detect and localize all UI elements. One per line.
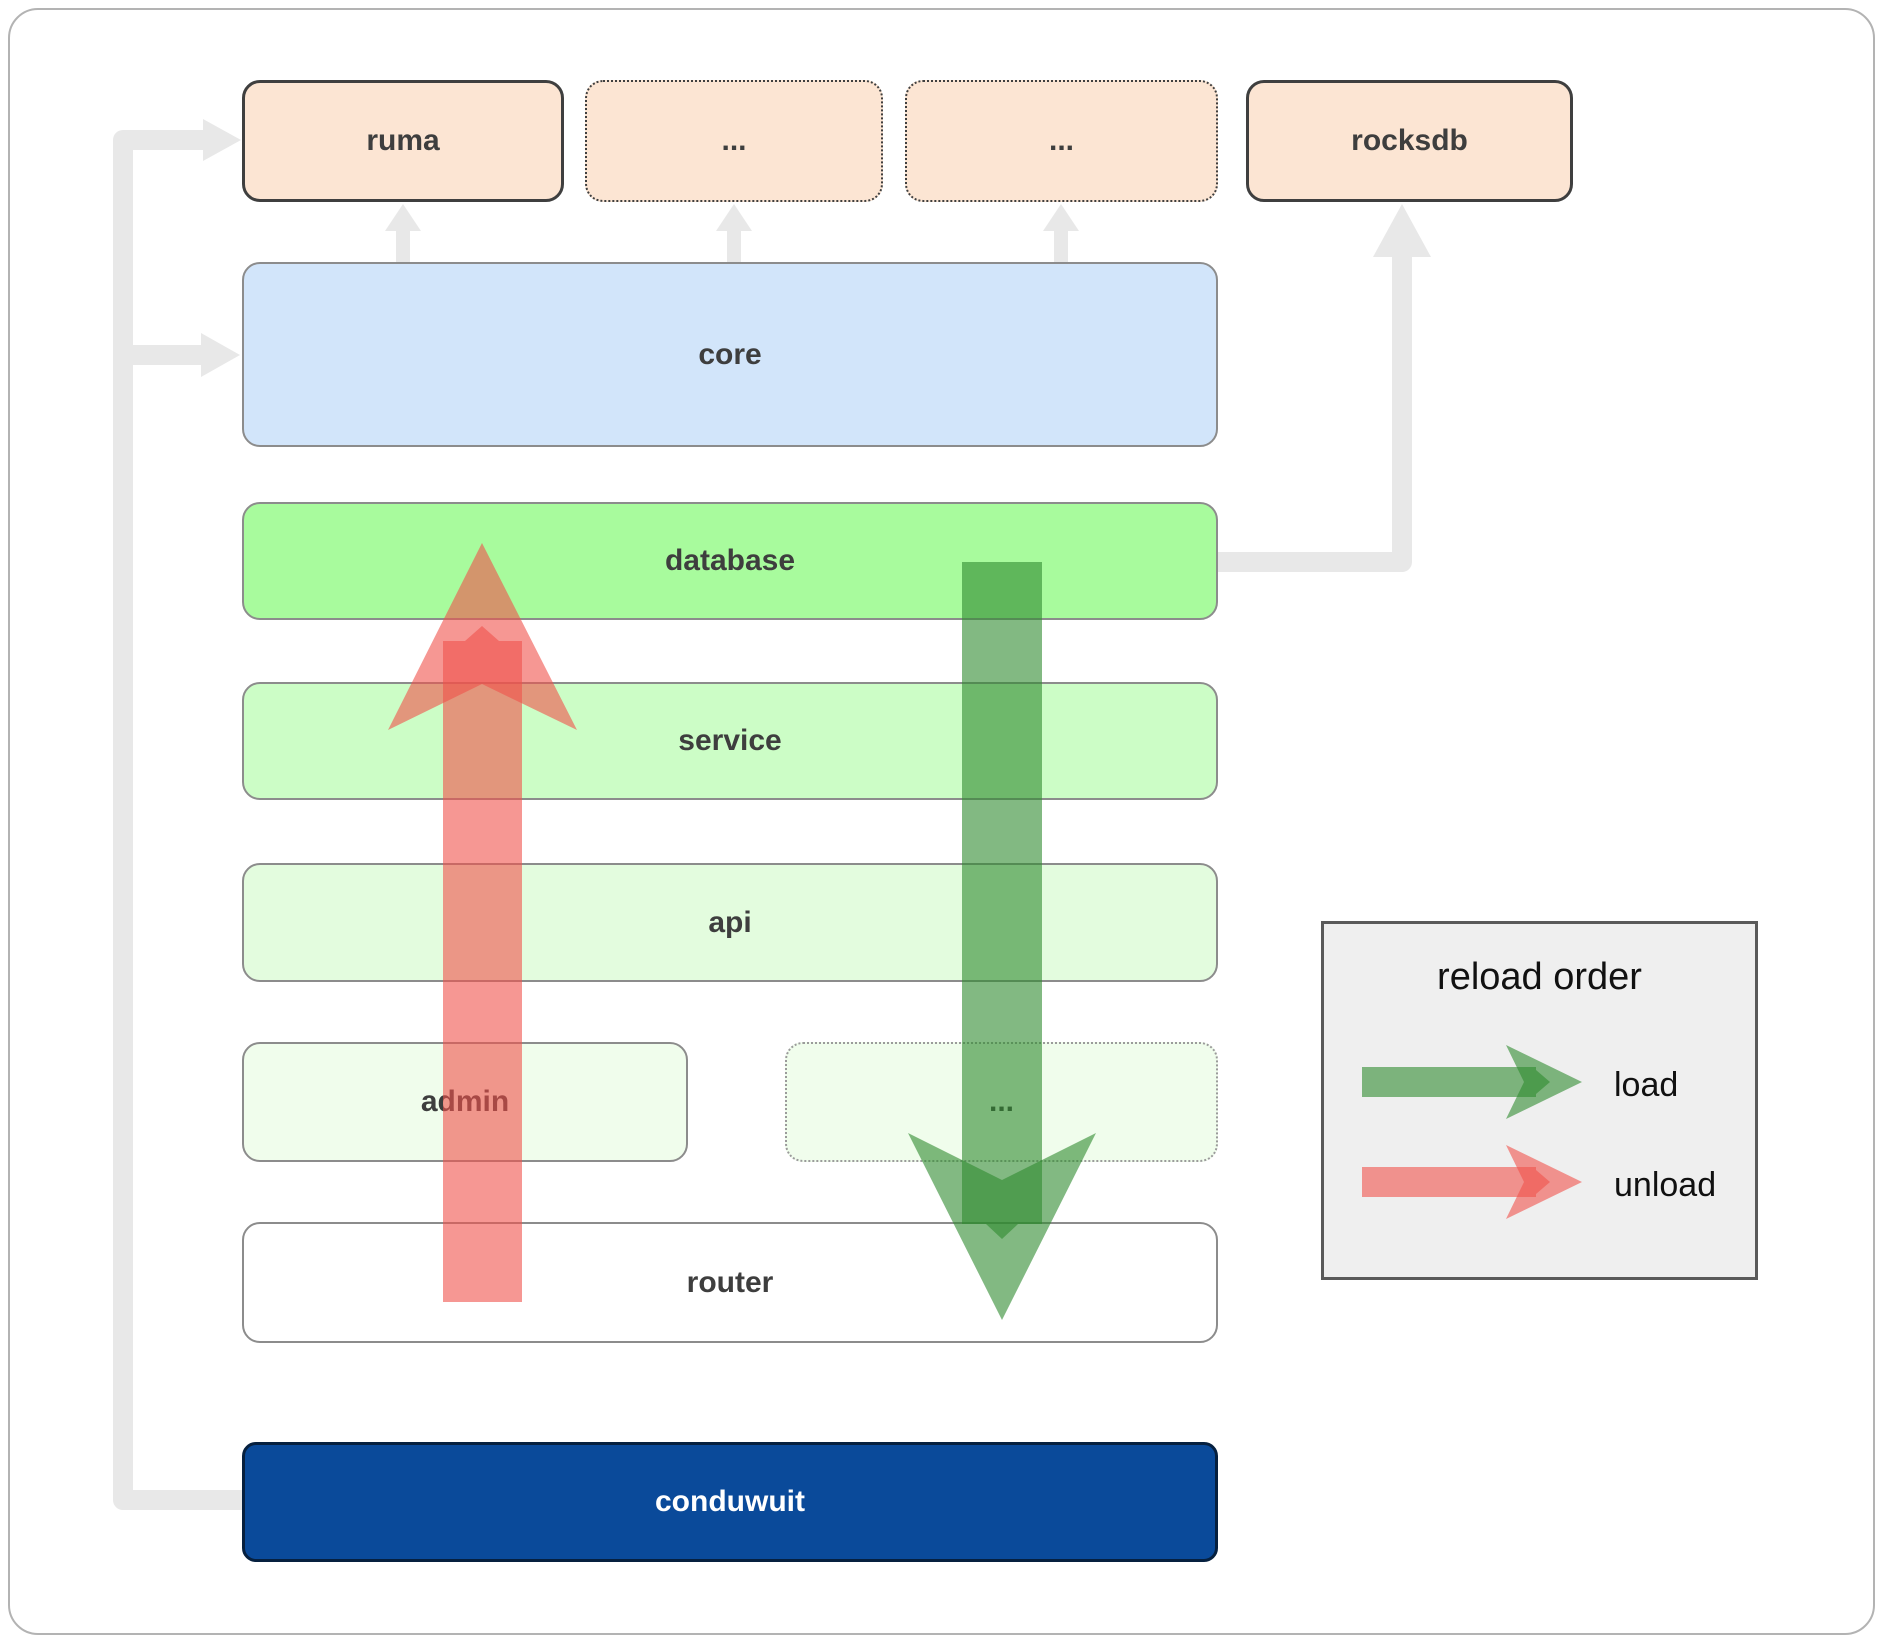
- box-core: core: [242, 262, 1218, 447]
- arrowhead-to-core-icon: [201, 333, 240, 377]
- box-ellipsis-top-2: ...: [905, 80, 1218, 202]
- connector-database-to-rocksdb: [1218, 255, 1412, 572]
- legend-load-arrow-icon: [1506, 1045, 1582, 1119]
- arrowhead-to-rocksdb-icon: [1373, 204, 1431, 257]
- box-rocksdb: rocksdb: [1246, 80, 1573, 202]
- unload-arrow-shaft: [443, 626, 522, 1302]
- box-core-label: core: [698, 337, 762, 371]
- legend-unload-label: unload: [1614, 1166, 1717, 1204]
- box-ellipsis-top-1: ...: [585, 80, 883, 202]
- box-api-label: api: [708, 905, 752, 939]
- box-router-label: router: [686, 1265, 774, 1299]
- connector-conduwuit-to-ruma: [113, 130, 242, 1510]
- arrowhead-to-ruma-icon: [203, 119, 241, 161]
- legend-unload-arrow-icon: [1506, 1145, 1582, 1219]
- box-service-label: service: [678, 724, 782, 757]
- box-router: router: [242, 1222, 1218, 1343]
- box-rocksdb-label: rocksdb: [1351, 124, 1468, 157]
- arrowhead-core-to-ellipsis-2-icon: [1043, 204, 1079, 231]
- box-conduwuit: conduwuit: [242, 1442, 1218, 1562]
- box-database: database: [242, 502, 1218, 620]
- legend-unload-arrow-shaft: [1362, 1167, 1550, 1197]
- box-database-label: database: [664, 544, 796, 577]
- box-conduwuit-label: conduwuit: [655, 1485, 805, 1518]
- box-ruma-label: ruma: [366, 124, 440, 157]
- arrowhead-core-to-ellipsis-1-icon: [716, 204, 752, 231]
- legend-title: reload order: [1437, 956, 1642, 998]
- box-ellipsis-top-2-label: ...: [1048, 124, 1074, 157]
- arrowhead-core-to-ruma-icon: [385, 204, 421, 231]
- box-ellipsis-top-1-label: ...: [721, 124, 747, 157]
- load-arrow-shaft: [962, 562, 1042, 1239]
- box-ruma: ruma: [242, 80, 564, 202]
- box-api: api: [242, 863, 1218, 982]
- unload-arrow-head-icon: [388, 543, 577, 730]
- legend-load-label: load: [1614, 1066, 1679, 1104]
- load-arrow-head-icon: [908, 1133, 1096, 1320]
- legend-load-arrow-shaft: [1362, 1067, 1550, 1097]
